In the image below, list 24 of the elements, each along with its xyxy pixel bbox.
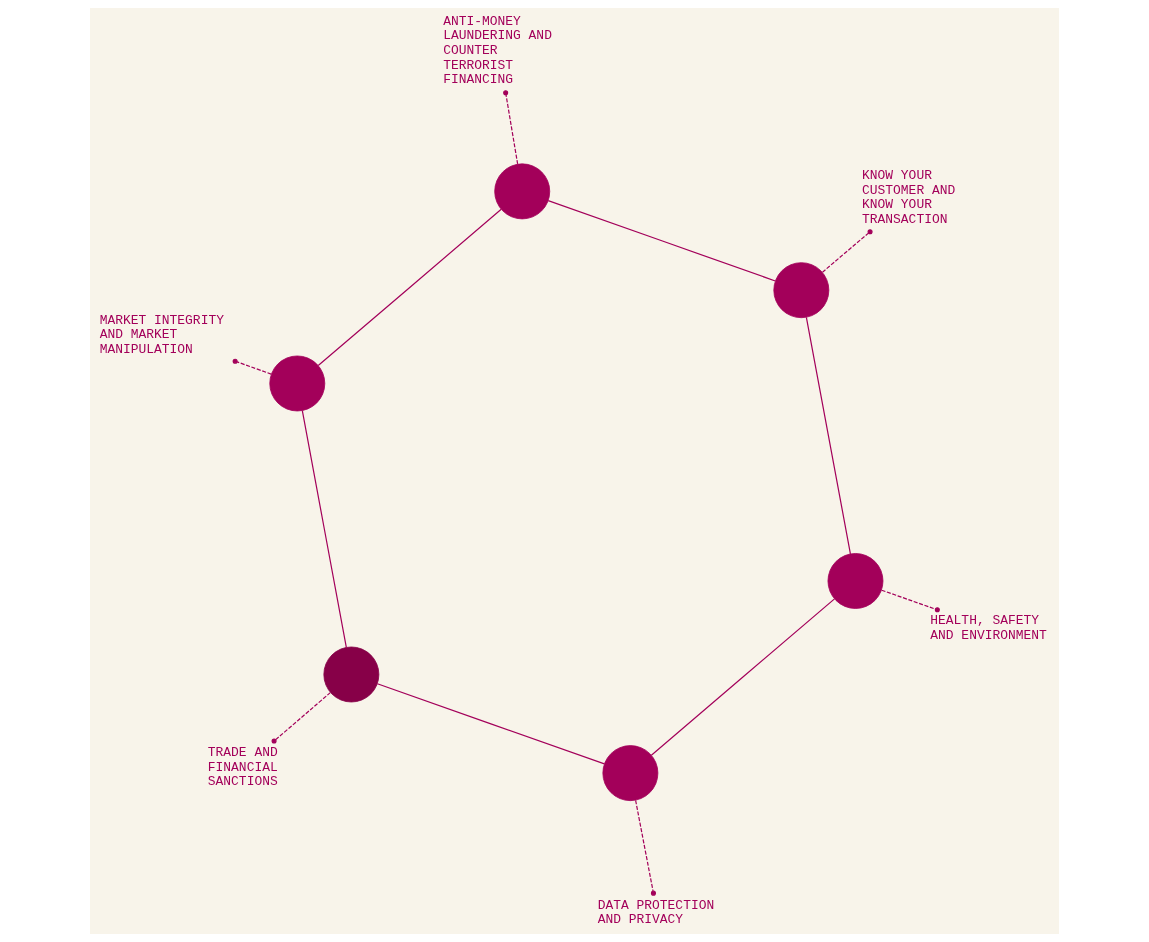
node-circle <box>827 553 884 609</box>
connector <box>271 692 331 744</box>
connector <box>317 208 502 367</box>
connector <box>821 229 873 273</box>
connector <box>547 200 776 282</box>
connector <box>503 90 519 165</box>
node-circle <box>773 262 830 319</box>
node-circle <box>323 646 380 703</box>
node-circle <box>494 163 551 220</box>
node-text: KNOW YOUR CUSTOMER AND KNOW YOUR TRANSACTION <box>862 168 956 227</box>
node-circle <box>602 745 659 802</box>
connector <box>881 589 940 613</box>
connector <box>650 598 836 756</box>
node-text: HEALTH, SAFETY AND ENVIRONMENT <box>930 613 1047 643</box>
node-circle <box>269 355 326 412</box>
connector <box>805 316 852 555</box>
connector <box>635 799 656 896</box>
node-text: TRADE AND FINANCIAL SANCTIONS <box>207 744 278 790</box>
node-text: MARKET INTEGRITY AND MARKET MANIPULATION <box>99 312 224 358</box>
connector <box>232 358 272 375</box>
node-text: DATA PROTECTION AND PRIVACY <box>597 897 715 928</box>
connector <box>301 410 347 648</box>
node-text: ANTI-MONEY LAUNDERING AND COUNTER TERRORIST FINANCING <box>443 13 552 88</box>
connector <box>376 683 605 765</box>
